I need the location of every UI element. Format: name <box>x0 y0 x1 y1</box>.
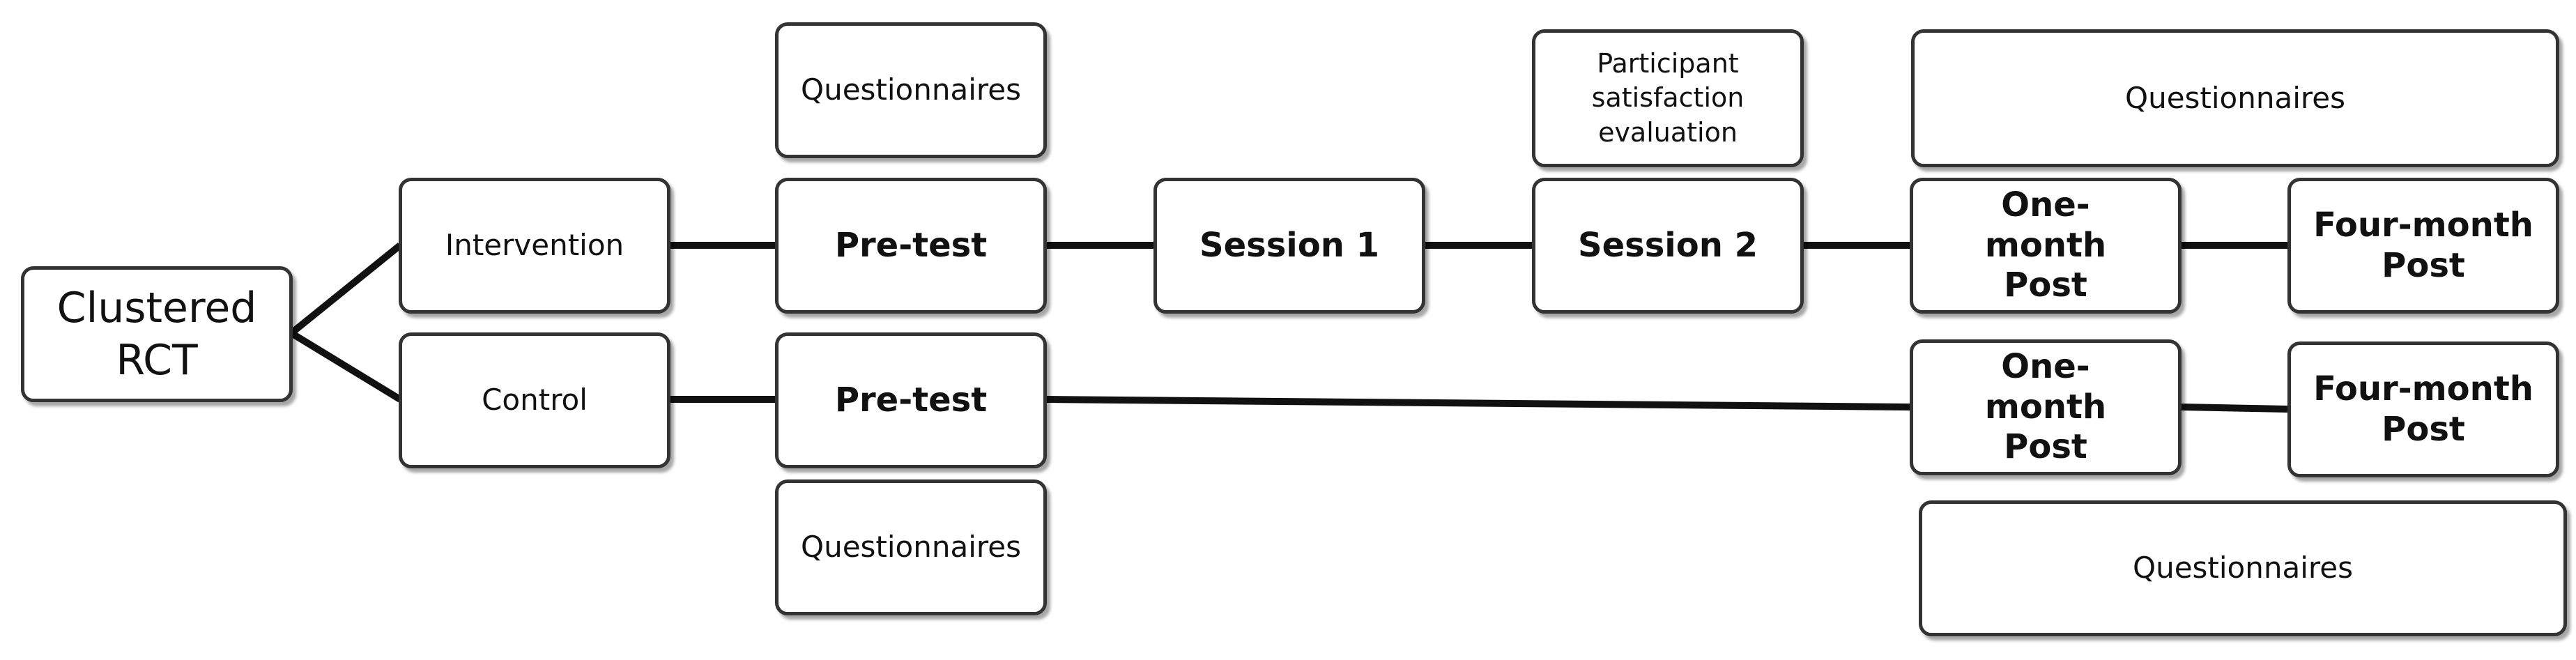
session1-box: Session 1 <box>1153 178 1425 314</box>
satisfaction-evaluation-label: Participant satisfaction evaluation <box>1591 47 1745 148</box>
intervention-pretest-box: Pre-test <box>775 178 1047 314</box>
intervention-label: Intervention <box>445 228 624 263</box>
session2-label: Session 2 <box>1578 225 1758 265</box>
line-onemonth-fourmonth-control <box>2181 404 2288 413</box>
control-post-questionnaires-box: Questionnaires <box>1919 500 2567 636</box>
control-one-month-post-box: One-month Post <box>1910 339 2182 475</box>
intervention-four-month-post-label: Four-month Post <box>2313 205 2533 285</box>
control-box: Control <box>399 332 670 468</box>
intervention-pretest-questionnaires-box: Questionnaires <box>775 22 1047 158</box>
control-pretest-label: Pre-test <box>834 380 988 420</box>
control-four-month-post-label: Four-month Post <box>2313 369 2533 449</box>
clustered-rct-label: Clustered RCT <box>56 283 257 385</box>
control-label: Control <box>482 383 588 417</box>
intervention-post-questionnaires-label: Questionnaires <box>2125 80 2345 115</box>
intervention-one-month-post-box: One-month Post <box>1910 178 2182 314</box>
intervention-one-month-post-label: One-month Post <box>1984 185 2107 305</box>
line-pretest-onemonth-control <box>1046 396 1910 410</box>
control-post-questionnaires-label: Questionnaires <box>2133 551 2353 585</box>
intervention-box: Intervention <box>399 178 670 314</box>
control-four-month-post-box: Four-month Post <box>2287 341 2559 477</box>
control-pretest-box: Pre-test <box>775 332 1047 468</box>
control-one-month-post-label: One-month Post <box>1984 347 2107 467</box>
clustered-rct-box: Clustered RCT <box>21 266 293 402</box>
intervention-pretest-questionnaires-label: Questionnaires <box>801 72 1021 107</box>
control-pretest-questionnaires-box: Questionnaires <box>775 479 1047 615</box>
intervention-four-month-post-box: Four-month Post <box>2287 178 2559 314</box>
intervention-pretest-label: Pre-test <box>834 225 988 265</box>
session1-label: Session 1 <box>1199 225 1379 265</box>
branch-line-control <box>289 330 402 403</box>
satisfaction-evaluation-box: Participant satisfaction evaluation <box>1532 29 1804 167</box>
session2-box: Session 2 <box>1532 178 1804 314</box>
control-pretest-questionnaires-label: Questionnaires <box>801 530 1021 565</box>
branch-line-intervention <box>289 243 403 336</box>
intervention-post-questionnaires-box: Questionnaires <box>1911 29 2559 167</box>
